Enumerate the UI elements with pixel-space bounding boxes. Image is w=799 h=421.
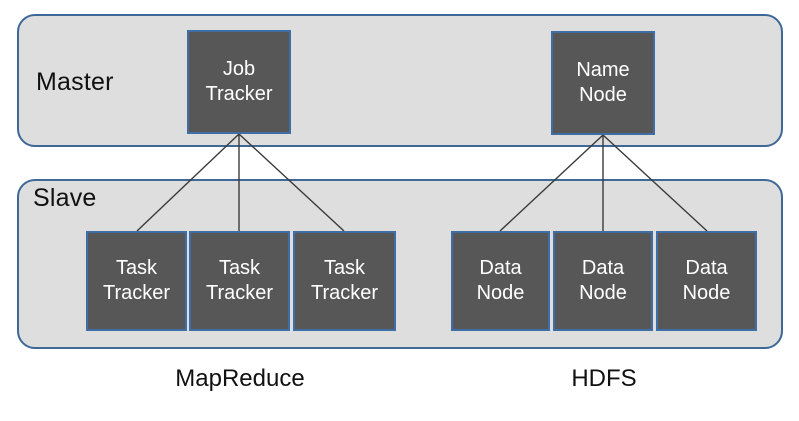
node-data-node-2-line2: Node <box>579 282 627 304</box>
node-data-node-1-line1: Data <box>479 257 522 279</box>
node-data-node-1-line2: Node <box>476 282 525 304</box>
node-name-node-line2: Node <box>579 84 627 106</box>
node-name-node[interactable]: Name Node <box>551 31 655 135</box>
node-data-node-3-line2: Node <box>682 282 731 304</box>
node-data-node-2-line1: Data <box>581 257 625 279</box>
caption-hdfs: HDFS <box>571 365 637 392</box>
node-task-tracker-3[interactable]: Task Tracker <box>293 231 396 331</box>
node-name-node-line1: Name <box>576 59 630 81</box>
node-task-tracker-2-line2: Tracker <box>205 282 274 304</box>
node-data-node-1[interactable]: Data Node <box>451 231 550 331</box>
node-job-tracker[interactable]: Job Tracker <box>187 30 291 134</box>
node-data-node-3[interactable]: Data Node <box>656 231 757 331</box>
node-task-tracker-3-line1: Task <box>323 257 366 279</box>
node-data-node-3-line1: Data <box>685 257 728 279</box>
node-task-tracker-2-line1: Task <box>218 257 261 279</box>
caption-mapreduce: MapReduce <box>175 365 305 392</box>
node-task-tracker-3-line2: Tracker <box>310 282 379 304</box>
node-task-tracker-1-line1: Task <box>115 257 158 279</box>
node-job-tracker-line1: Job <box>222 58 256 80</box>
slave-group-label: Slave <box>33 184 97 212</box>
node-data-node-2[interactable]: Data Node <box>553 231 653 331</box>
master-group-container <box>17 14 783 147</box>
master-group-label: Master <box>36 68 114 96</box>
node-task-tracker-1-line2: Tracker <box>102 282 171 304</box>
node-job-tracker-line2: Tracker <box>205 83 273 105</box>
node-task-tracker-2[interactable]: Task Tracker <box>189 231 290 331</box>
node-task-tracker-1[interactable]: Task Tracker <box>86 231 187 331</box>
